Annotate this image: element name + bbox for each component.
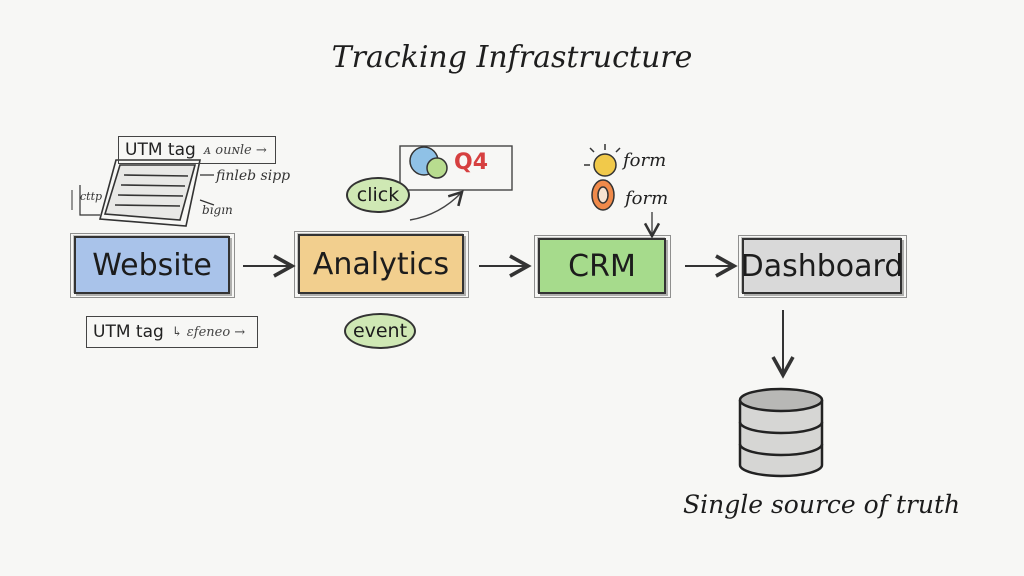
- utm-tag-bottom-note: ↳ ɛfeneo →: [171, 324, 246, 340]
- q4-label: Q4: [454, 150, 489, 175]
- utm-tag-top-label: UTM tag: [125, 140, 196, 160]
- utm-tag-top: UTM tag ᴀ ouɴle →: [118, 136, 276, 164]
- analytics-node-label: Analytics: [312, 246, 450, 282]
- database-icon: [738, 387, 824, 478]
- form-label-bottom: form: [625, 188, 669, 209]
- dashboard-node-label: Dashboard: [740, 248, 904, 284]
- side-note-2: bıgın: [202, 203, 233, 217]
- chat-bubbles-icon: [399, 145, 513, 191]
- click-pill: click: [346, 177, 410, 213]
- website-node-label: Website: [92, 247, 212, 283]
- crm-node-label: CRM: [568, 248, 636, 284]
- website-node: Website: [70, 233, 235, 298]
- form-sketch-icon: [71, 159, 215, 227]
- database-caption: Single source of truth: [683, 490, 961, 519]
- click-pill-label: click: [356, 184, 400, 206]
- diagram-title: Tracking Infrastructure: [331, 40, 693, 75]
- utm-tag-top-note: ᴀ ouɴle →: [203, 142, 267, 158]
- analytics-node: Analytics: [294, 231, 469, 298]
- side-note-3: cttp: [80, 190, 103, 203]
- event-pill-label: event: [352, 320, 408, 342]
- click-to-q4-arrow: [409, 190, 464, 221]
- utm-tag-bottom: UTM tag ↳ ɛfeneo →: [86, 316, 258, 348]
- utm-tag-bottom-label: UTM tag: [93, 322, 164, 342]
- dashboard-node: Dashboard: [738, 235, 907, 298]
- crm-node: CRM: [534, 235, 671, 298]
- form-label-top: form: [623, 150, 667, 171]
- event-pill: event: [344, 313, 416, 349]
- lightbulb-icon: [584, 144, 621, 211]
- side-note-1: finleb sipp: [216, 168, 291, 184]
